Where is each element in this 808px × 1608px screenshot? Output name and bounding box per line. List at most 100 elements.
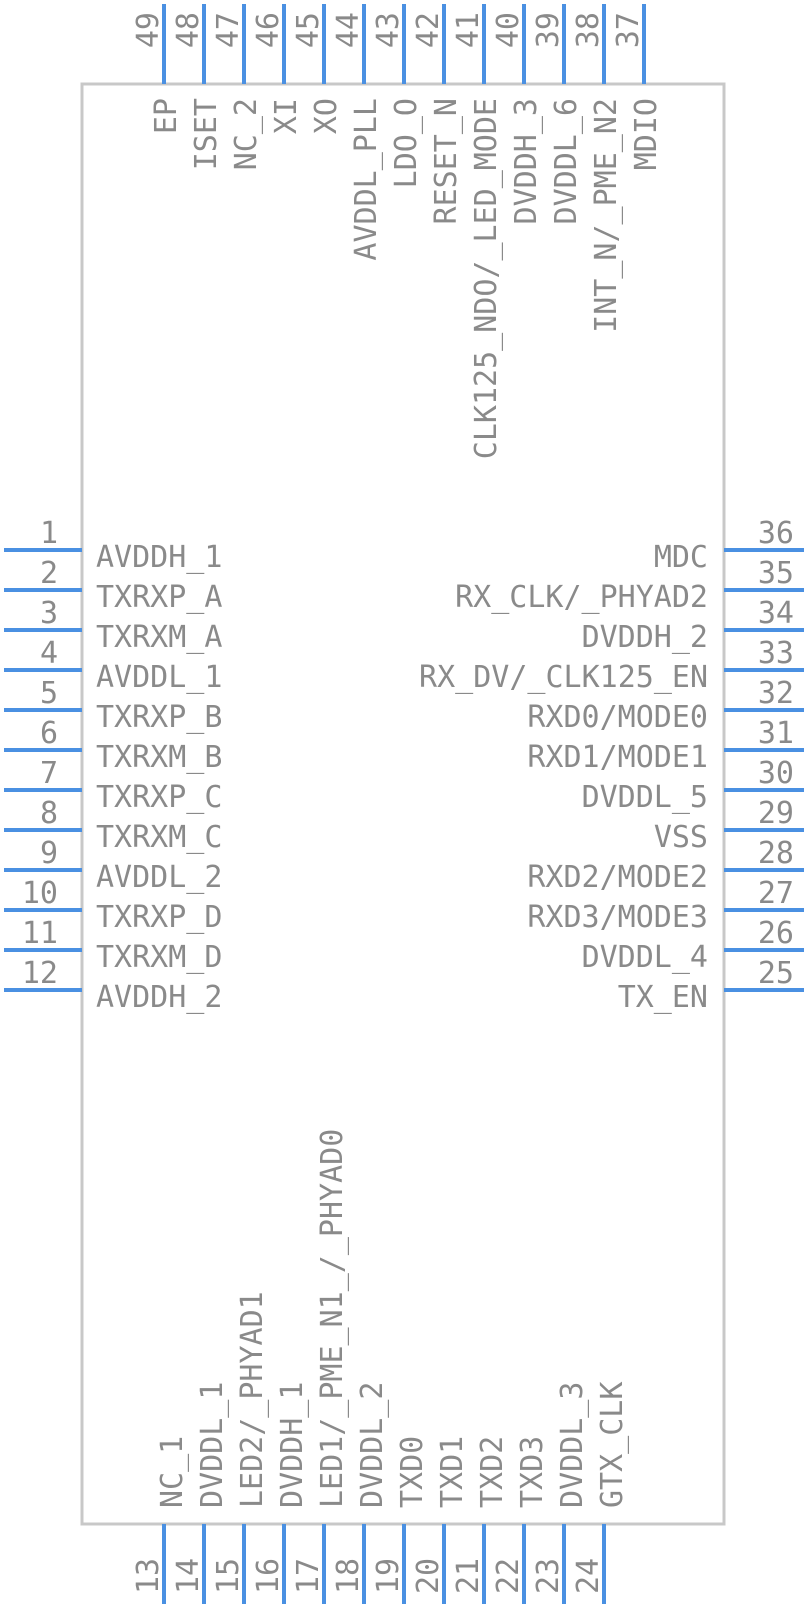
- pin-number: 18: [331, 1558, 366, 1594]
- pin-label: TXRXP_A: [96, 580, 222, 615]
- pin-label: TXD1: [435, 1436, 470, 1508]
- pin-label: MDC: [654, 540, 708, 575]
- pin-number: 40: [491, 12, 526, 48]
- pin-label: GTX_CLK: [595, 1382, 630, 1508]
- pin-number: 25: [758, 956, 794, 991]
- pin-label: LDO_O: [389, 98, 424, 188]
- pin-number: 1: [40, 516, 58, 551]
- pin-label: DVDDL_1: [195, 1382, 230, 1508]
- pin-label: TXRXP_C: [96, 780, 222, 815]
- pin-label: AVDDL_2: [96, 860, 222, 895]
- pin-label: EP: [149, 98, 184, 134]
- pin-number: 23: [531, 1558, 566, 1594]
- pin-number: 48: [171, 12, 206, 48]
- pin-number: 45: [291, 12, 326, 48]
- pin-label: TXRXP_B: [96, 700, 222, 735]
- pin-label: DVDDH_3: [509, 98, 544, 224]
- pin-number: 36: [758, 516, 794, 551]
- pin-number: 24: [571, 1558, 606, 1594]
- pins-left: 1AVDDH_12TXRXP_A3TXRXM_A4AVDDL_15TXRXP_B…: [4, 516, 222, 1015]
- pin-number: 20: [411, 1558, 446, 1594]
- pin-label: INT_N/_PME_N2: [589, 98, 624, 333]
- pin-label: RXD0/MODE0: [527, 700, 708, 735]
- pin-number: 9: [40, 836, 58, 871]
- pin-number: 6: [40, 716, 58, 751]
- pin-number: 19: [371, 1558, 406, 1594]
- pin-label: TXRXM_B: [96, 740, 222, 775]
- pins-top: 49EP48ISET47NC_246XI45XO44AVDDL_PLL43LDO…: [131, 4, 664, 459]
- pin-label: DVDDL_4: [582, 940, 708, 975]
- pin-label: RXD1/MODE1: [527, 740, 708, 775]
- pin-number: 12: [22, 956, 58, 991]
- pin-number: 35: [758, 556, 794, 591]
- pin-label: RX_CLK/_PHYAD2: [455, 580, 708, 615]
- pin-label: ISET: [189, 98, 224, 170]
- pin-label: MDIO: [629, 98, 664, 170]
- pin-label: DVDDL_6: [549, 98, 584, 224]
- pin-label: XI: [269, 98, 304, 134]
- pin-number: 11: [22, 916, 58, 951]
- pin-number: 14: [171, 1558, 206, 1594]
- pin-number: 41: [451, 12, 486, 48]
- pin-label: AVDDH_2: [96, 980, 222, 1015]
- pin-number: 43: [371, 12, 406, 48]
- pin-label: TXRXP_D: [96, 900, 222, 935]
- pin-number: 29: [758, 796, 794, 831]
- pin-number: 17: [291, 1558, 326, 1594]
- pin-number: 49: [131, 12, 166, 48]
- pin-number: 32: [758, 676, 794, 711]
- pin-label: VSS: [654, 820, 708, 855]
- pin-number: 22: [491, 1558, 526, 1594]
- pin-label: TXRXM_D: [96, 940, 222, 975]
- pin-number: 28: [758, 836, 794, 871]
- pin-number: 15: [211, 1558, 246, 1594]
- pin-number: 37: [611, 12, 646, 48]
- pin-label: LED2/_PHYAD1: [235, 1291, 270, 1508]
- pin-number: 47: [211, 12, 246, 48]
- pin-label: TX_EN: [618, 980, 708, 1015]
- pin-label: NC_1: [155, 1436, 190, 1508]
- pin-number: 34: [758, 596, 794, 631]
- pin-number: 30: [758, 756, 794, 791]
- pin-label: TXD0: [395, 1436, 430, 1508]
- pin-label: DVDDL_5: [582, 780, 708, 815]
- pin-label: TXRXM_A: [96, 620, 222, 655]
- pin-number: 8: [40, 796, 58, 831]
- pin-number: 38: [571, 12, 606, 48]
- pin-number: 7: [40, 756, 58, 791]
- pin-number: 33: [758, 636, 794, 671]
- pin-label: XO: [309, 98, 344, 134]
- pin-number: 10: [22, 876, 58, 911]
- pin-label: NC_2: [229, 98, 264, 170]
- pin-number: 2: [40, 556, 58, 591]
- pin-label: RXD3/MODE3: [527, 900, 708, 935]
- pin-number: 21: [451, 1558, 486, 1594]
- pin-number: 44: [331, 12, 366, 48]
- pin-number: 42: [411, 12, 446, 48]
- pin-label: DVDDH_2: [582, 620, 708, 655]
- pin-number: 46: [251, 12, 286, 48]
- pin-label: RESET_N: [429, 98, 464, 224]
- pin-label: AVDDH_1: [96, 540, 222, 575]
- pin-label: DVDDH_1: [275, 1382, 310, 1508]
- pin-number: 31: [758, 716, 794, 751]
- pin-number: 4: [40, 636, 58, 671]
- pin-label: TXD3: [515, 1436, 550, 1508]
- pin-label: DVDDL_2: [355, 1382, 390, 1508]
- pin-label: CLK125_NDO/_LED_MODE: [469, 98, 504, 459]
- pins-bottom: 13 NC_1 14 DVDDL_1 15 LED2/_PHYAD1 16 DVDDH_1 17…: [131, 1129, 630, 1604]
- pin-number: 27: [758, 876, 794, 911]
- pin-number: 16: [251, 1558, 286, 1594]
- pin-label: AVDDL_1: [96, 660, 222, 695]
- pin-label: RXD2/MODE2: [527, 860, 708, 895]
- pin-number: 13: [131, 1558, 166, 1594]
- pin-label: LED1/_PME_N1_/_PHYAD0: [315, 1129, 350, 1508]
- pin-number: 39: [531, 12, 566, 48]
- pin-label: TXD2: [475, 1436, 510, 1508]
- pin-label: RX_DV/_CLK125_EN: [419, 660, 708, 695]
- pin-label: TXRXM_C: [96, 820, 222, 855]
- pin-label: DVDDL_3: [555, 1382, 590, 1508]
- pin-number: 5: [40, 676, 58, 711]
